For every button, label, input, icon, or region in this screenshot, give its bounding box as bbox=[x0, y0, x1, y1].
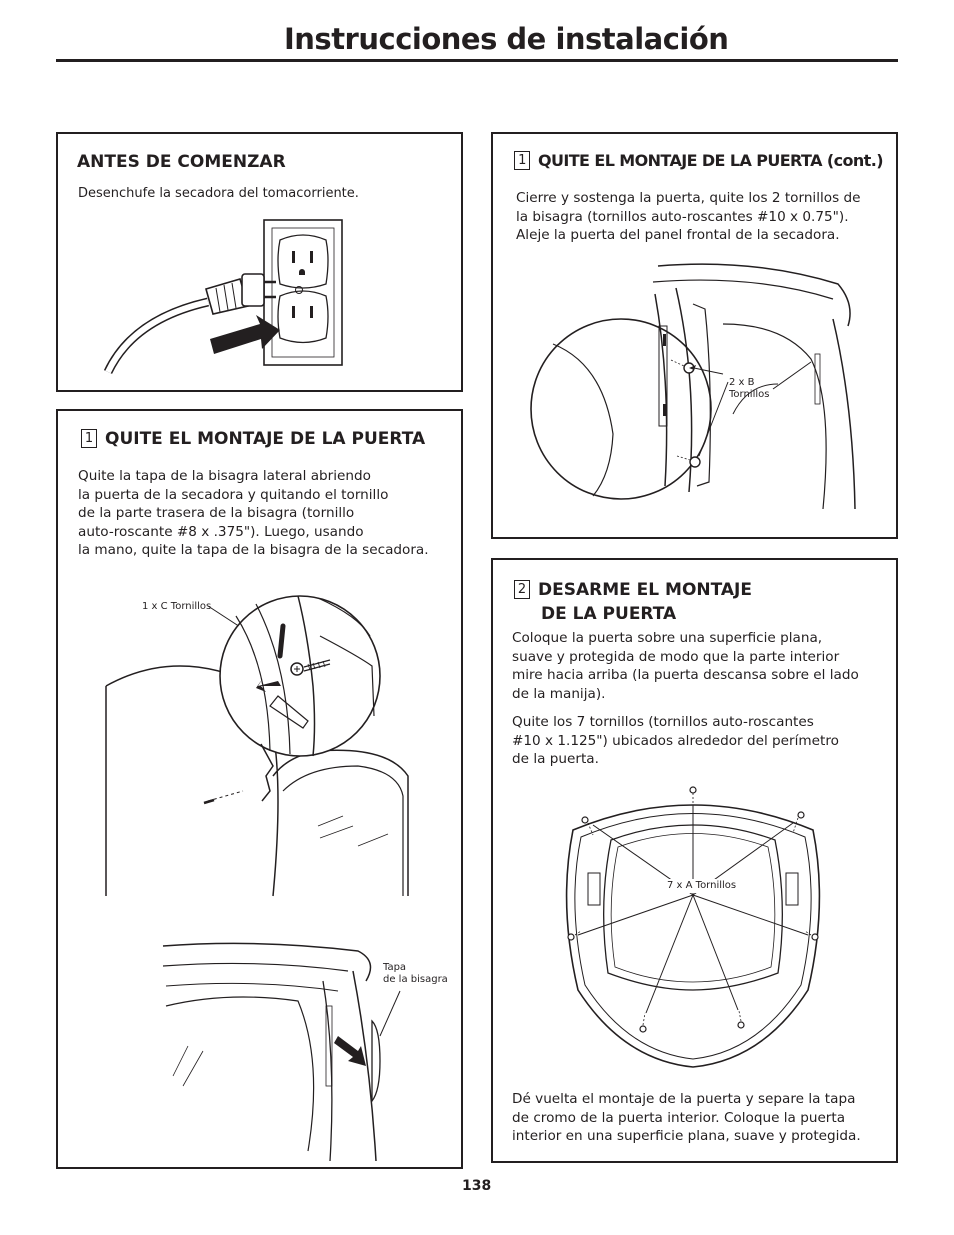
step1-number: 1 bbox=[81, 429, 97, 448]
step2-number: 2 bbox=[514, 580, 530, 599]
hinge-cover-label-line1: Tapa bbox=[383, 962, 407, 973]
step2-para2-line1: Quite los 7 tornillos (tornillos auto-ro… bbox=[512, 714, 814, 730]
before-you-begin-panel: ANTES DE COMENZAR Desenchufe la secadora… bbox=[56, 132, 463, 392]
step2-heading: 2 DESARME EL MONTAJE DE LA PUERTA bbox=[514, 578, 874, 626]
step1-panel: 1 QUITE EL MONTAJE DE LA PUERTA Quite la … bbox=[56, 409, 463, 1169]
step2-para2: Quite los 7 tornillos (tornillos auto-ro… bbox=[512, 713, 839, 769]
step1-cont-screw-label-line2: Tornillos bbox=[729, 389, 770, 400]
step2-heading-line1: DESARME EL MONTAJE bbox=[538, 580, 752, 600]
step2-para3-line1: Dé vuelta el montaje de la puerta y sepa… bbox=[512, 1091, 856, 1107]
door-hinge-screws-illustration bbox=[530, 263, 856, 510]
step1-heading: 1 QUITE EL MONTAJE DE LA PUERTA bbox=[81, 429, 425, 449]
step1-cont-line-3: Aleje la puerta del panel frontal de la … bbox=[516, 227, 840, 243]
step2-para1-line3: mire hacia arriba (la puerta descansa so… bbox=[512, 667, 859, 683]
step2-para2-line2: #10 x 1.125") ubicados alrededor del per… bbox=[512, 732, 839, 749]
step2-screw-label: 7 x A Tornillos bbox=[667, 880, 737, 891]
step1-cont-screw-label: 2 x B Tornillos bbox=[729, 377, 769, 401]
step1-instructions: Quite la tapa de la bisagra lateral abri… bbox=[78, 467, 429, 560]
step1-line-1: Quite la tapa de la bisagra lateral abri… bbox=[78, 468, 371, 484]
step1-cont-instructions: Cierre y sostenga la puerta, quite los 2… bbox=[516, 189, 860, 245]
door-perimeter-screws-illustration bbox=[565, 786, 821, 1068]
step1-cont-heading: 1 QUITE EL MONTAJE DE LA PUERTA (cont.) bbox=[514, 151, 884, 170]
step2-para1-line4: de la manija). bbox=[512, 685, 606, 702]
title-rule bbox=[56, 59, 898, 62]
step1-line-5: la mano, quite la tapa de la bisagra de … bbox=[78, 542, 429, 558]
step2-para3-line2: de cromo de la puerta interior. Coloque … bbox=[512, 1109, 846, 1126]
hinge-cover-label: Tapa de la bisagra bbox=[383, 962, 448, 986]
step2-para1-line1: Coloque la puerta sobre una superficie p… bbox=[512, 630, 823, 646]
step1-cont-panel: 1 QUITE EL MONTAJE DE LA PUERTA (cont.) C… bbox=[491, 132, 898, 539]
step2-para1-line2: suave y protegida de modo que la parte i… bbox=[512, 648, 840, 665]
step1-heading-text: QUITE EL MONTAJE DE LA PUERTA bbox=[105, 429, 426, 449]
step1-cont-heading-text: QUITE EL MONTAJE DE LA PUERTA (cont.) bbox=[538, 151, 884, 170]
step1-cont-line-2: la bisagra (tornillos auto-roscantes #10… bbox=[516, 208, 849, 225]
step2-para2-line3: de la puerta. bbox=[512, 751, 599, 767]
step2-para3: Dé vuelta el montaje de la puerta y sepa… bbox=[512, 1090, 861, 1146]
step1-line-2: la puerta de la secadora y quitando el t… bbox=[78, 486, 389, 503]
step1-screw-label: 1 x C Tornillos bbox=[142, 601, 212, 612]
step2-para1: Coloque la puerta sobre una superficie p… bbox=[512, 629, 859, 703]
unplug-illustration bbox=[103, 219, 343, 374]
hinge-cover-label-line2: de la bisagra bbox=[383, 974, 448, 985]
hinge-cover-illustration bbox=[162, 942, 401, 1162]
before-you-begin-heading: ANTES DE COMENZAR bbox=[77, 152, 286, 172]
page-number: 138 bbox=[462, 1178, 492, 1194]
page-title: Instrucciones de instalación bbox=[284, 22, 729, 56]
step2-panel: 2 DESARME EL MONTAJE DE LA PUERTA Coloque… bbox=[491, 558, 898, 1163]
step1-cont-number: 1 bbox=[514, 151, 530, 170]
step1-cont-line-1: Cierre y sostenga la puerta, quite los 2… bbox=[516, 190, 861, 206]
before-you-begin-text: Desenchufe la secadora del tomacorriente… bbox=[78, 186, 359, 201]
hinge-screw-illustration bbox=[105, 595, 409, 897]
step2-heading-line2: DE LA PUERTA bbox=[541, 604, 677, 624]
step1-line-3: de la parte trasera de la bisagra (torni… bbox=[78, 505, 355, 521]
step1-cont-screw-label-line1: 2 x B bbox=[729, 377, 755, 388]
step1-line-4: auto-roscante #8 x .375"). Luego, usando bbox=[78, 523, 364, 540]
step2-para3-line3: interior en una superficie plana, suave … bbox=[512, 1128, 861, 1144]
